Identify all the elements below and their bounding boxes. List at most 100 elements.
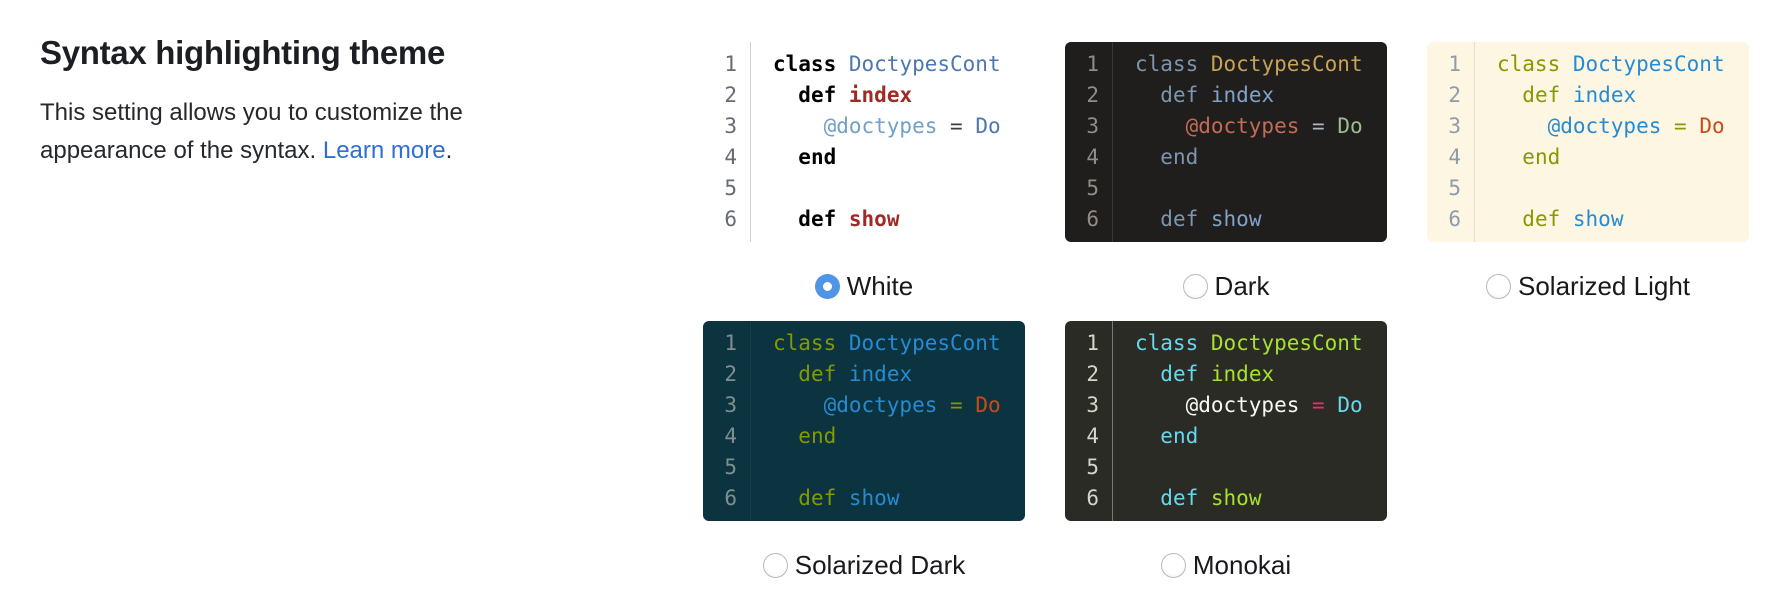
code-token-pl	[836, 83, 849, 107]
code-line: @doctypes = Do	[1497, 111, 1749, 142]
code-token-pl	[773, 486, 798, 510]
code-line: def index	[1497, 80, 1749, 111]
radio-dot	[822, 282, 832, 291]
theme-label-solarized-dark[interactable]: Solarized Dark	[794, 550, 966, 580]
code-line: class DoctypesCont	[773, 328, 1025, 359]
theme-radio-monokai[interactable]	[1160, 553, 1186, 578]
theme-radio-solarized-light[interactable]	[1486, 274, 1511, 299]
code-token-pl	[1497, 83, 1522, 107]
code-line: end	[773, 142, 1025, 173]
code-line: @doctypes = Do	[773, 111, 1025, 142]
code-token-cls: DoctypesCont	[1572, 52, 1725, 76]
code-token-pl	[1560, 207, 1573, 231]
line-number: 1	[724, 331, 737, 355]
code-token-kw: class	[1135, 52, 1199, 76]
line-number: 5	[1448, 176, 1461, 200]
code-line: def show	[1135, 483, 1387, 514]
code-token-pl	[773, 207, 798, 231]
code-token-ivar: @doctypes	[823, 114, 938, 138]
code-token-pl	[1497, 114, 1548, 138]
code-token-kw: def	[798, 486, 837, 510]
code-token-cst: Do	[1337, 114, 1363, 138]
code-token-pl	[836, 331, 849, 355]
theme-choice-white[interactable]: White	[814, 271, 914, 302]
code-token-kw: def	[1522, 83, 1561, 107]
code-line	[1497, 173, 1749, 204]
line-number: 1	[1086, 331, 1099, 355]
code-token-pl	[1560, 83, 1573, 107]
code-token-pl	[1198, 486, 1211, 510]
code-token-pl	[937, 114, 950, 138]
section-description: This setting allows you to customize the…	[40, 94, 526, 170]
theme-label-white[interactable]: White	[846, 271, 914, 301]
code-token-cls: DoctypesCont	[1210, 331, 1363, 355]
learn-more-link[interactable]: Learn more	[322, 137, 446, 164]
line-number: 2	[724, 83, 737, 107]
line-number: 2	[1086, 362, 1099, 386]
line-number: 2	[1086, 83, 1099, 107]
code-token-cls: DoctypesCont	[848, 331, 1001, 355]
code-line: end	[1135, 421, 1387, 452]
code-line: def index	[1135, 80, 1387, 111]
code-token-cst: Do	[975, 114, 1001, 138]
theme-label-solarized-light[interactable]: Solarized Light	[1518, 271, 1690, 301]
code-sample: class DoctypesCont def index @doctypes =…	[1475, 42, 1749, 242]
code-token-pl	[1661, 114, 1674, 138]
code-line: def index	[773, 359, 1025, 390]
line-number: 3	[724, 393, 737, 417]
code-token-kw: def	[798, 207, 837, 231]
line-number: 5	[724, 455, 737, 479]
code-token-cst: Do	[1699, 114, 1725, 138]
code-token-mth: show	[1572, 207, 1624, 231]
theme-radio-dark[interactable]	[1182, 274, 1208, 299]
code-token-pl	[963, 393, 976, 417]
code-token-pl	[773, 114, 824, 138]
code-line: end	[1497, 142, 1749, 173]
code-token-pl	[1560, 52, 1573, 76]
code-line: @doctypes = Do	[1135, 390, 1387, 421]
section-title: Syntax highlighting theme	[40, 34, 446, 71]
line-number: 6	[724, 207, 737, 231]
theme-label-monokai[interactable]: Monokai	[1192, 550, 1292, 580]
code-line: def show	[773, 204, 1025, 235]
theme-radio-solarized-dark[interactable]	[762, 553, 788, 578]
line-number: 4	[724, 424, 737, 448]
line-number: 4	[1086, 424, 1099, 448]
line-number: 2	[1448, 83, 1461, 107]
theme-choice-monokai[interactable]: Monokai	[1160, 550, 1292, 581]
code-line: def index	[773, 80, 1025, 111]
code-token-pl	[773, 424, 798, 448]
theme-choice-dark[interactable]: Dark	[1182, 271, 1270, 302]
theme-choice-solarized-light[interactable]: Solarized Light	[1486, 271, 1690, 302]
code-token-op: =	[1674, 114, 1687, 138]
code-token-pl	[937, 393, 950, 417]
code-token-pl	[1198, 83, 1211, 107]
code-token-ivar: @doctypes	[1185, 393, 1300, 417]
code-token-pl	[836, 52, 849, 76]
code-token-pl	[836, 362, 849, 386]
description-period: .	[445, 137, 453, 164]
code-line	[773, 173, 1025, 204]
code-token-pl	[1135, 424, 1160, 448]
code-token-pl	[836, 207, 849, 231]
code-token-pl	[773, 145, 798, 169]
theme-radio-white[interactable]	[814, 274, 840, 299]
theme-choice-solarized-dark[interactable]: Solarized Dark	[762, 550, 966, 581]
code-token-mth: show	[1210, 486, 1262, 510]
code-token-pl	[1135, 114, 1186, 138]
code-token-mth: index	[1210, 362, 1275, 386]
theme-label-dark[interactable]: Dark	[1214, 271, 1270, 301]
code-token-kw: def	[798, 362, 837, 386]
code-line	[773, 452, 1025, 483]
code-sample: class DoctypesCont def index @doctypes =…	[1113, 321, 1387, 521]
